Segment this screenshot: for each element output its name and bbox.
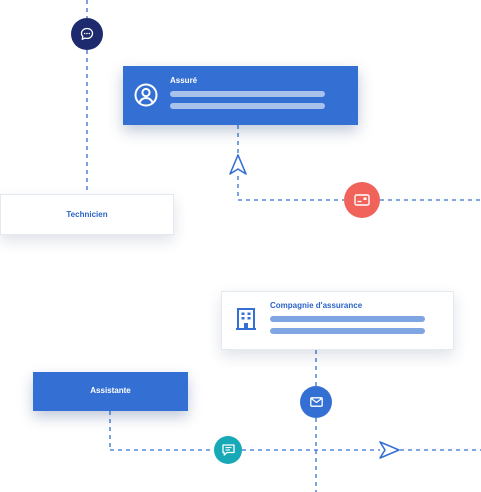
assure-line-1 bbox=[170, 91, 325, 97]
assistante-title: Assistante bbox=[90, 386, 131, 395]
id-card-icon bbox=[354, 194, 370, 206]
message-node[interactable] bbox=[214, 436, 242, 464]
chat-node[interactable] bbox=[71, 18, 103, 50]
technicien-card[interactable]: Technicien bbox=[0, 194, 174, 235]
user-circle-icon bbox=[134, 83, 158, 107]
message-icon bbox=[221, 444, 235, 456]
mail-icon bbox=[309, 397, 323, 407]
compagnie-line-2 bbox=[270, 328, 425, 334]
compagnie-line-1 bbox=[270, 316, 425, 322]
compagnie-title: Compagnie d'assurance bbox=[270, 301, 363, 310]
assure-title: Assuré bbox=[170, 76, 198, 85]
paper-plane-up-icon bbox=[229, 154, 247, 175]
chat-bubble-icon bbox=[80, 27, 94, 40]
document-node[interactable] bbox=[344, 182, 380, 218]
assistante-card[interactable]: Assistante bbox=[33, 372, 188, 411]
building-icon bbox=[236, 308, 256, 330]
assure-card[interactable]: Assuré bbox=[123, 66, 358, 125]
paper-plane-right-icon bbox=[379, 441, 400, 459]
technicien-title: Technicien bbox=[66, 210, 108, 219]
assure-line-2 bbox=[170, 103, 325, 109]
compagnie-card[interactable]: Compagnie d'assurance bbox=[221, 291, 454, 350]
mail-node[interactable] bbox=[300, 386, 332, 418]
